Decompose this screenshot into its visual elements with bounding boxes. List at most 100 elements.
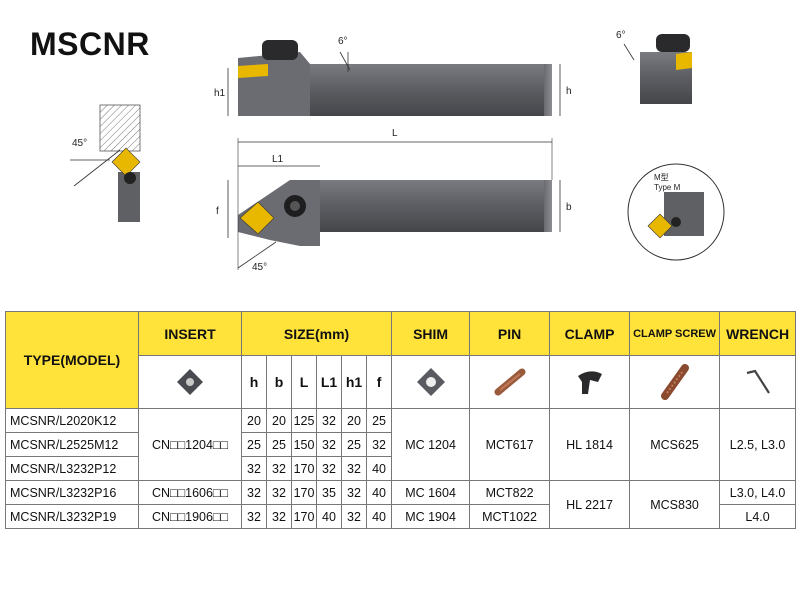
plan-view [227, 138, 561, 270]
wrench-cell: L3.0, L4.0 [719, 480, 797, 505]
angle-top-label: 6° [338, 36, 348, 47]
insert-cell: CN□□1906□□ [138, 504, 242, 529]
h-label: h [566, 86, 572, 97]
spec-table: TYPE(MODEL) INSERT SIZE(mm) SHIM PIN CLA… [5, 311, 797, 529]
size-cell: 35 [316, 480, 342, 505]
insert-top-icon [239, 201, 275, 235]
b-label: b [566, 202, 572, 213]
screw-icon [660, 364, 689, 400]
size-col-L1: L1 [316, 355, 342, 409]
table-row: MCSNR/L3232P16 CN□□1606□□ 32 32 170 35 3… [5, 480, 797, 529]
clamp-cell: HL 1814 [549, 408, 631, 481]
size-cell: 25 [241, 432, 267, 457]
clamp-header: CLAMP [549, 311, 631, 356]
clamp-screw-image [629, 355, 721, 409]
size-cell: 32 [316, 408, 342, 433]
size-cell: 32 [241, 480, 267, 505]
size-cell: 170 [291, 504, 317, 529]
size-col-L: L [291, 355, 317, 409]
type-m-cn-label: M型 [654, 173, 669, 182]
size-cell: 25 [341, 432, 367, 457]
size-cell: 32 [365, 432, 393, 457]
size-col-h1: h1 [341, 355, 367, 409]
insert-image [138, 355, 242, 409]
clamp-image [549, 355, 631, 409]
shim-icon [416, 368, 445, 396]
pin-icon [494, 368, 526, 396]
shim-cell: MC 1604 [391, 480, 471, 505]
size-cell: 32 [341, 480, 367, 505]
technical-drawing: 6° h1 h 6° 45° L L1 f b 45° [70, 30, 725, 273]
size-col-h: h [241, 355, 267, 409]
insert-cell: CN□□1606□□ [138, 480, 242, 505]
size-cell: 32 [316, 456, 342, 481]
table-row: MCSNR/L3232P19 CN□□1906□□ 32 32 170 40 3… [5, 504, 797, 529]
size-cell: 20 [341, 408, 367, 433]
pin-cell: MCT1022 [469, 504, 551, 529]
clamp-cell: HL 2217 [549, 480, 631, 529]
wrench-cell: L4.0 [719, 504, 797, 529]
size-cell: 170 [291, 456, 317, 481]
pin-header: PIN [469, 311, 551, 356]
size-cell: 125 [291, 408, 317, 433]
clamp-icon [577, 371, 602, 394]
insert-header: INSERT [138, 311, 242, 356]
size-cell: 170 [291, 480, 317, 505]
angle-left-label: 45° [72, 138, 87, 149]
size-cell: 40 [365, 480, 393, 505]
size-cell: 32 [341, 504, 367, 529]
insert-icon [177, 369, 203, 395]
model-cell: MCSNR/L3232P16 [5, 480, 139, 505]
size-cell: 40 [316, 504, 342, 529]
insert-cell: CN□□1204□□ [138, 408, 242, 481]
size-cell: 32 [241, 456, 267, 481]
model-cell: MCSNR/L3232P19 [5, 504, 139, 529]
type-m-detail [627, 163, 725, 261]
angle-bottom-label: 45° [252, 262, 267, 273]
model-cell: MCSNR/L2020K12 [5, 408, 139, 433]
side-view [227, 40, 561, 116]
size-header: SIZE(mm) [240, 311, 393, 356]
type-header: TYPE(MODEL) [5, 311, 139, 409]
wrench-header: WRENCH [719, 311, 797, 356]
shim-header: SHIM [391, 311, 471, 356]
clamp-screw-cell: MCS625 [629, 408, 721, 481]
end-view [623, 34, 692, 104]
size-cell: 32 [241, 504, 267, 529]
left-detail-view [70, 104, 141, 222]
size-cell: 32 [316, 432, 342, 457]
size-col-b: b [266, 355, 292, 409]
angle-top-right-label: 6° [616, 30, 626, 41]
size-cell: 40 [365, 456, 393, 481]
insert-icon [238, 64, 268, 78]
h1-label: h1 [214, 88, 226, 99]
shim-cell: MC 1904 [391, 504, 471, 529]
size-cell: 25 [365, 408, 393, 433]
L1-label: L1 [272, 154, 284, 165]
shim-image [391, 355, 471, 409]
size-cell: 25 [266, 432, 292, 457]
L-label: L [392, 128, 398, 139]
model-cell: MCSNR/L3232P12 [5, 456, 139, 481]
wrench-image [719, 355, 797, 409]
pin-cell: MCT617 [469, 408, 551, 481]
clamp-screw-header: CLAMP SCREW [629, 311, 721, 356]
type-m-en-label: Type M [654, 183, 681, 192]
size-cell: 20 [266, 408, 292, 433]
pin-image [469, 355, 551, 409]
f-label: f [216, 206, 219, 217]
table-row: MCSNR/L2020K12 CN□□1204□□ 20 20 125 32 2… [5, 408, 797, 481]
size-cell: 40 [365, 504, 393, 529]
size-col-f: f [365, 355, 393, 409]
size-cell: 32 [266, 456, 292, 481]
size-cell: 32 [266, 504, 292, 529]
pin-cell: MCT822 [469, 480, 551, 505]
size-cell: 20 [241, 408, 267, 433]
wrench-icon [746, 369, 770, 394]
model-cell: MCSNR/L2525M12 [5, 432, 139, 457]
shim-cell: MC 1204 [391, 408, 471, 481]
size-cell: 150 [291, 432, 317, 457]
clamp-icon [262, 40, 298, 60]
clamp-screw-cell: MCS830 [629, 480, 721, 529]
page-title: MSCNR [30, 26, 150, 62]
